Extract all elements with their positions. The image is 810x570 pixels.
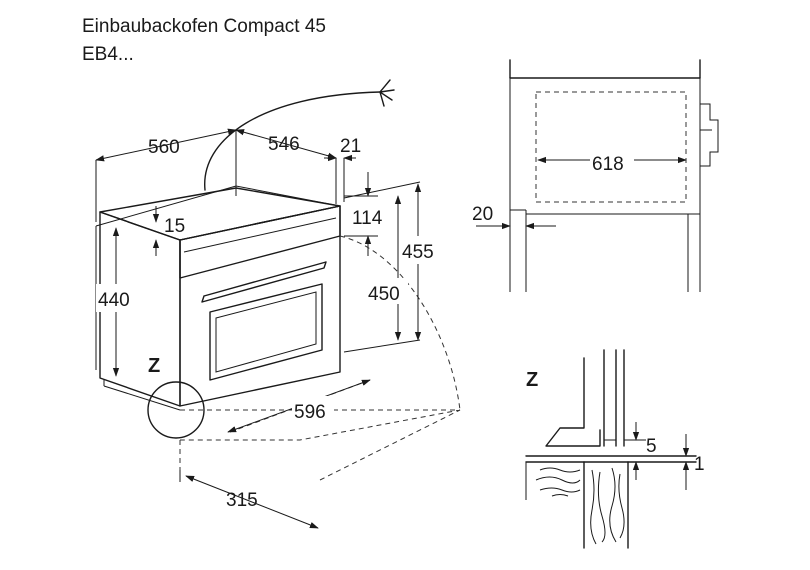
dim-cutout-depth: 315 xyxy=(179,470,319,529)
detail-view-z xyxy=(525,349,697,549)
niche-section-view xyxy=(509,59,719,292)
diagram-title: Einbaubackofen Compact 45 xyxy=(82,16,326,37)
dim-niche-width: 618 xyxy=(537,148,687,175)
model-number: EB4... xyxy=(82,44,134,65)
dim-top-gap: 15 xyxy=(152,206,185,256)
detail-circle-z xyxy=(147,381,205,439)
dim-panel-height: 114 xyxy=(344,172,383,256)
svg-text:455: 455 xyxy=(402,242,434,263)
svg-text:1: 1 xyxy=(694,454,705,475)
dim-niche-height-min: 455 xyxy=(343,181,442,353)
dim-detail-offset: 1 xyxy=(682,434,705,490)
dim-side-clearance: 20 xyxy=(472,204,556,230)
svg-text:21: 21 xyxy=(340,136,361,157)
dim-front-projection: 21 xyxy=(324,136,361,204)
svg-text:315: 315 xyxy=(226,490,258,511)
control-panel xyxy=(179,205,341,279)
dim-niche-depth: 560 xyxy=(95,128,237,222)
power-cable xyxy=(204,91,381,191)
detail-marker-z: Z xyxy=(148,355,160,377)
door-handle xyxy=(201,261,327,303)
dim-appliance-width: 596 xyxy=(227,379,371,433)
svg-text:15: 15 xyxy=(164,216,185,237)
dim-niche-height: 440 xyxy=(96,227,140,377)
svg-text:618: 618 xyxy=(592,154,624,175)
detail-label-z: Z xyxy=(526,369,538,391)
svg-text:560: 560 xyxy=(148,137,180,158)
svg-text:20: 20 xyxy=(472,204,493,225)
svg-text:5: 5 xyxy=(646,436,657,457)
svg-text:596: 596 xyxy=(294,402,326,423)
dim-detail-gap: 5 xyxy=(624,422,657,480)
svg-text:440: 440 xyxy=(98,290,130,311)
svg-text:114: 114 xyxy=(352,208,383,229)
dim-appliance-depth: 546 xyxy=(235,129,337,186)
cable-end-icon xyxy=(379,79,395,107)
svg-text:546: 546 xyxy=(268,134,300,155)
dim-appliance-height: 450 xyxy=(366,195,408,341)
svg-text:450: 450 xyxy=(368,284,400,305)
door-window xyxy=(209,283,323,381)
